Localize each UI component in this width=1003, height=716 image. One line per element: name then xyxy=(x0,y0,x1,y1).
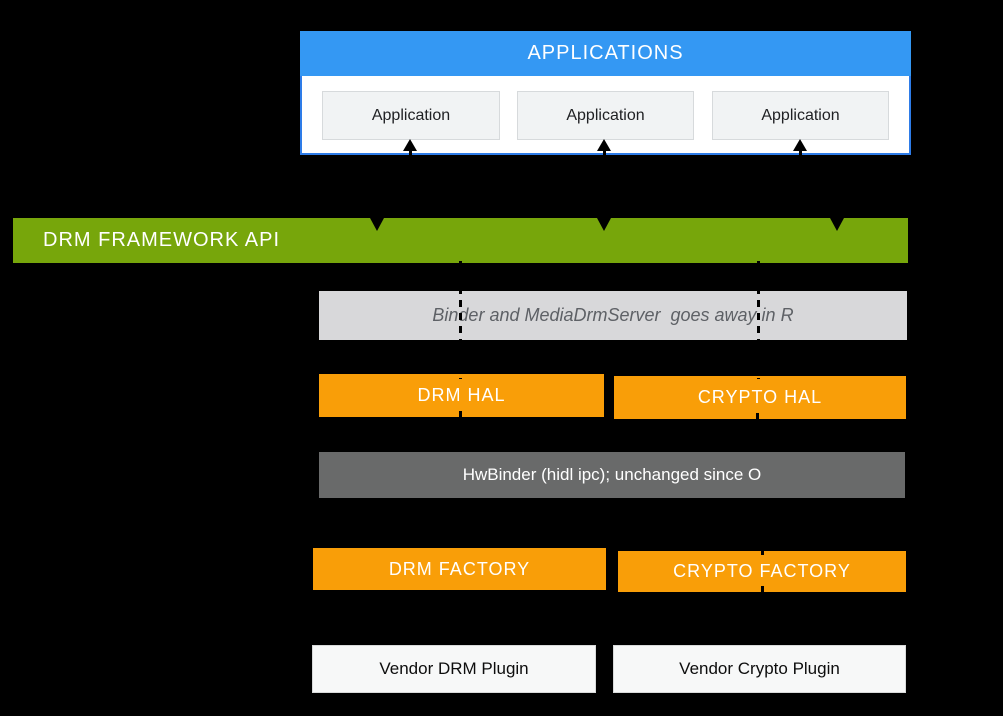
arrow-down-icon xyxy=(597,218,611,231)
application-box-3: Application xyxy=(712,91,889,140)
connector-tick xyxy=(761,586,764,598)
crypto-hal-box: CRYPTO HAL xyxy=(614,376,906,419)
dashed-line-left xyxy=(459,261,462,379)
arrow-down-icon xyxy=(830,218,844,231)
application-box-2: Application xyxy=(517,91,694,140)
connector-tick xyxy=(756,413,759,423)
dashed-line-right xyxy=(757,261,760,379)
arrow-up-shaft xyxy=(798,151,802,169)
connector-tick xyxy=(761,547,764,555)
arrow-up-icon xyxy=(793,139,807,170)
arrow-up-head xyxy=(403,139,417,151)
crypto-factory-box: CRYPTO FACTORY xyxy=(618,551,906,592)
connector-tick xyxy=(459,411,462,421)
drm-framework-api-label: DRM FRAMEWORK API xyxy=(43,229,281,251)
application-box-1: Application xyxy=(322,91,500,140)
drm-factory-box: DRM FACTORY xyxy=(313,548,606,590)
hwbinder-box: HwBinder (hidl ipc); unchanged since O xyxy=(319,452,905,498)
arrow-down-head xyxy=(597,218,611,231)
vendor-crypto-plugin-box: Vendor Crypto Plugin xyxy=(613,645,906,693)
binder-note-box: Binder and MediaDrmServer goes away in R xyxy=(319,291,907,340)
arrow-up-head xyxy=(597,139,611,151)
vendor-drm-plugin-box: Vendor DRM Plugin xyxy=(312,645,596,693)
arrow-down-head xyxy=(830,218,844,231)
arrow-down-icon xyxy=(370,218,384,231)
drm-framework-api-bar: DRM FRAMEWORK API xyxy=(13,218,908,263)
arrow-up-head xyxy=(793,139,807,151)
arrow-up-icon xyxy=(597,139,611,170)
drm-hal-box: DRM HAL xyxy=(319,374,604,417)
arrow-up-shaft xyxy=(408,151,412,169)
arrow-up-shaft xyxy=(602,151,606,169)
arrow-up-icon xyxy=(403,139,417,170)
arrow-down-head xyxy=(370,218,384,231)
applications-header: APPLICATIONS xyxy=(300,31,911,76)
